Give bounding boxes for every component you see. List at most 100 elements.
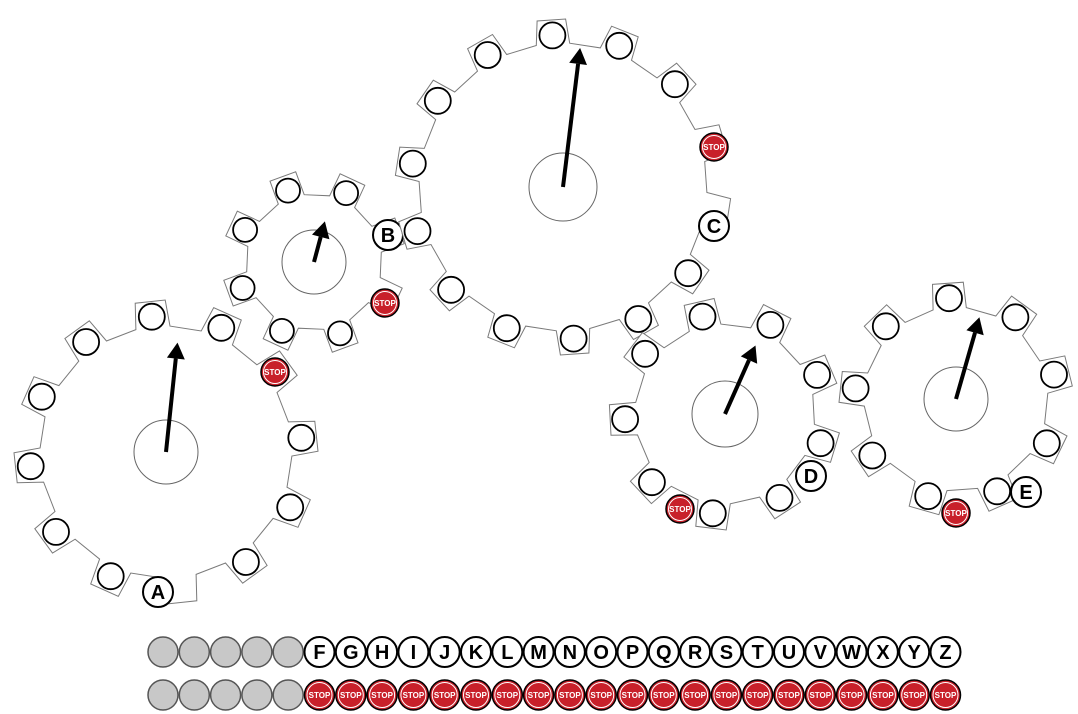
stop-ring [807, 682, 834, 708]
gear-stop-b: STOP [370, 288, 400, 318]
letter-disc [804, 636, 837, 668]
gear-peg [96, 562, 125, 591]
stop-disc [898, 679, 930, 711]
stop-ring [713, 682, 740, 708]
stop-label: STOP [809, 691, 831, 700]
stop-ring [588, 682, 615, 708]
letter-disc [460, 636, 492, 668]
letter-label: N [563, 642, 577, 664]
gear-label-e: E [1010, 476, 1042, 508]
stop-disc [522, 679, 555, 711]
gear-peg [16, 452, 45, 481]
stop-label: STOP [465, 691, 487, 700]
gear-peg [275, 177, 301, 204]
stop-peg: STOP [522, 679, 555, 711]
stop-disc [370, 288, 400, 318]
stop-ring [337, 682, 364, 708]
stop-peg: STOP [585, 679, 617, 711]
stop-label: STOP [669, 505, 691, 514]
letter-label: Q [656, 642, 672, 664]
stop-peg: STOP [867, 679, 899, 711]
letter-disc [553, 636, 586, 668]
gear-peg [611, 405, 639, 434]
letter-peg-t: T [741, 636, 774, 668]
stop-disc [616, 679, 649, 711]
letter-disc [491, 636, 524, 668]
gear-label-b: B [372, 219, 404, 251]
stop-peg: STOP [835, 679, 868, 711]
letter-label: Y [908, 642, 922, 664]
gear-peg [624, 305, 653, 333]
gear-peg [858, 441, 887, 470]
gear-peg [207, 313, 236, 342]
gear-peg [806, 429, 835, 458]
stop-peg: STOP [898, 679, 930, 711]
stop-label: STOP [528, 691, 550, 700]
gear-peg [841, 374, 870, 403]
stop-disc [428, 679, 461, 711]
letter-peg-w: W [835, 636, 868, 668]
empty-slot [272, 636, 304, 668]
stop-peg: STOP [554, 679, 586, 711]
stop-ring [869, 682, 896, 708]
letter-disc [334, 636, 367, 668]
stop-label: STOP [340, 691, 362, 700]
stop-disc [648, 679, 680, 711]
stop-ring [369, 682, 396, 708]
stop-ring [431, 682, 458, 708]
gear-peg [1040, 360, 1068, 389]
stop-label: STOP [496, 691, 518, 700]
letter-disc [303, 636, 336, 668]
stop-peg: STOP [616, 679, 649, 711]
letter-label: S [720, 642, 733, 664]
stop-disc [460, 679, 492, 711]
stop-disc [303, 679, 336, 711]
stop-label: STOP [945, 509, 967, 518]
gear-peg [492, 314, 521, 343]
pointer-shaft [164, 358, 178, 453]
stop-ring [263, 360, 287, 384]
letter-peg-z: Z [929, 636, 962, 668]
gear-peg [327, 320, 353, 347]
stop-disc [835, 679, 868, 711]
gear-peg [229, 275, 256, 301]
letter-disc [773, 636, 805, 668]
stop-ring [682, 682, 709, 708]
gear-peg [1001, 303, 1030, 332]
letter-disc [741, 636, 774, 668]
gear-peg [538, 21, 567, 50]
letter-peg-g: G [334, 636, 367, 668]
stop-label: STOP [716, 691, 738, 700]
gear-peg [437, 275, 466, 304]
stop-peg: STOP [773, 679, 805, 711]
stop-label: STOP [590, 691, 612, 700]
stop-label: STOP [903, 691, 925, 700]
gear-stop-d: STOP [665, 494, 695, 524]
letter-label: Z [939, 642, 951, 664]
letter-label: W [842, 642, 861, 664]
letter-disc [428, 636, 461, 668]
letter-label: R [688, 642, 703, 664]
letter-label: G [343, 642, 359, 664]
letter-peg-x: X [866, 636, 899, 668]
letter-label: A [151, 582, 165, 604]
stop-row: STOP STOP STOP STOP STOP STOP STOP STOP STOP STOP… [147, 679, 962, 711]
pointer-shaft [561, 63, 581, 188]
stop-peg: STOP [929, 679, 962, 711]
gear-peg [473, 41, 502, 69]
stop-ring [373, 291, 397, 315]
pointer-arrow-icon [740, 345, 758, 364]
stop-ring [932, 682, 959, 708]
stop-disc [665, 494, 695, 524]
gear-peg [756, 310, 785, 339]
letter-peg-l: L [491, 636, 524, 668]
stop-label: STOP [703, 143, 725, 152]
stop-label: STOP [872, 691, 894, 700]
letter-peg-r: R [679, 636, 712, 668]
gear-stop-c: STOP [699, 132, 729, 162]
stop-label: STOP [935, 691, 957, 700]
letter-peg-k: K [460, 636, 492, 668]
gear-peg [287, 423, 316, 452]
